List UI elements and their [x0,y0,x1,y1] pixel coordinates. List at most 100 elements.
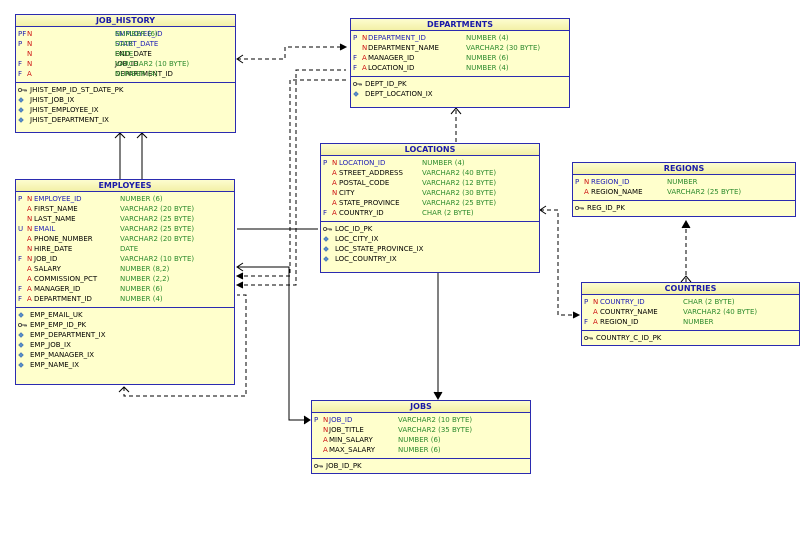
index-row[interactable]: JHIST_EMPLOYEE_IX [16,105,235,115]
column-key-marker: U [18,225,24,233]
column-type: NUMBER (4) [120,295,163,303]
column-key-marker: F [18,255,23,263]
index-diamond-icon [323,256,329,262]
index-row[interactable]: LOC_ID_PK [321,224,539,234]
index-row[interactable]: REG_ID_PK [573,203,795,213]
column-type: NUMBER (6) [120,195,163,203]
column-type: VARCHAR2 (35 BYTE) [398,426,473,434]
index-name: JHIST_EMP_ID_ST_DATE_PK [30,86,124,94]
index-row[interactable]: DEPT_ID_PK [351,79,569,89]
column-type: VARCHAR2 (10 BYTE) [115,60,190,68]
column-null-flag: N [27,195,33,203]
index-row[interactable]: EMP_MANAGER_IX [16,350,234,360]
index-name: COUNTRY_C_ID_PK [596,334,662,342]
index-row[interactable]: JOB_ID_PK [312,461,530,471]
column-name: END_DATE [115,50,152,58]
table-title: EMPLOYEES [16,180,234,192]
index-row[interactable]: LOC_CITY_IX [321,234,539,244]
index-row[interactable]: JHIST_DEPARTMENT_IX [16,115,235,125]
key-icon [18,87,27,93]
column-name: PHONE_NUMBER [34,235,93,243]
index-name: EMP_DEPARTMENT_IX [30,331,106,339]
column-null-flag: N [27,215,33,223]
index-name: LOC_CITY_IX [335,235,379,243]
index-name: JHIST_JOB_IX [30,96,75,104]
index-row[interactable]: LOC_COUNTRY_IX [321,254,539,264]
index-list: COUNTRY_C_ID_PK [582,331,799,346]
column-key-marker: P [18,40,23,48]
column-null-flag: A [332,209,337,217]
index-row[interactable]: JHIST_JOB_IX [16,95,235,105]
rel-arrow-emp-1 [235,272,244,280]
index-row[interactable]: EMP_JOB_IX [16,340,234,350]
index-diamond-icon [353,91,359,97]
column-null-flag: N [332,189,338,197]
column-name: DEPARTMENT_ID [115,70,173,78]
index-row[interactable]: EMP_NAME_IX [16,360,234,370]
index-row[interactable]: JHIST_EMP_ID_ST_DATE_PK [16,85,235,95]
rel-jobhistory-departments [237,46,345,60]
index-name: EMP_MANAGER_IX [30,351,94,359]
column-null-flag: A [584,188,589,196]
column-key-marker: F [353,54,358,62]
column-name: STATE_PROVINCE [339,199,400,207]
index-row[interactable]: COUNTRY_C_ID_PK [582,333,799,343]
index-diamond-icon [323,246,329,252]
rel-arrow-jobs-left [303,415,311,425]
index-row[interactable]: EMP_EMAIL_UK [16,310,234,320]
index-row[interactable]: EMP_DEPARTMENT_IX [16,330,234,340]
index-row[interactable]: EMP_EMP_ID_PK [16,320,234,330]
index-name: EMP_JOB_IX [30,341,71,349]
index-row[interactable]: DEPT_LOCATION_IX [351,89,569,99]
index-row[interactable]: LOC_STATE_PROVINCE_IX [321,244,539,254]
column-name: DEPARTMENT_ID [34,295,92,303]
column-null-flag: N [27,60,33,68]
column-key-marker: F [18,285,23,293]
column-key-marker: F [323,209,328,217]
column-type: DATE [115,50,134,58]
